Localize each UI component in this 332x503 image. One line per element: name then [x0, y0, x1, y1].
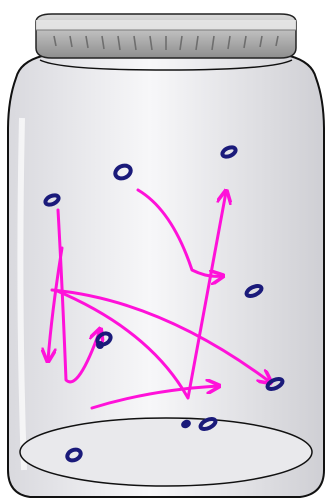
glass-highlight: [20, 118, 24, 470]
jar-bottom-ellipse: [20, 418, 312, 486]
particle: [98, 343, 102, 347]
jar-lid: [36, 14, 296, 58]
particle: [182, 421, 189, 427]
